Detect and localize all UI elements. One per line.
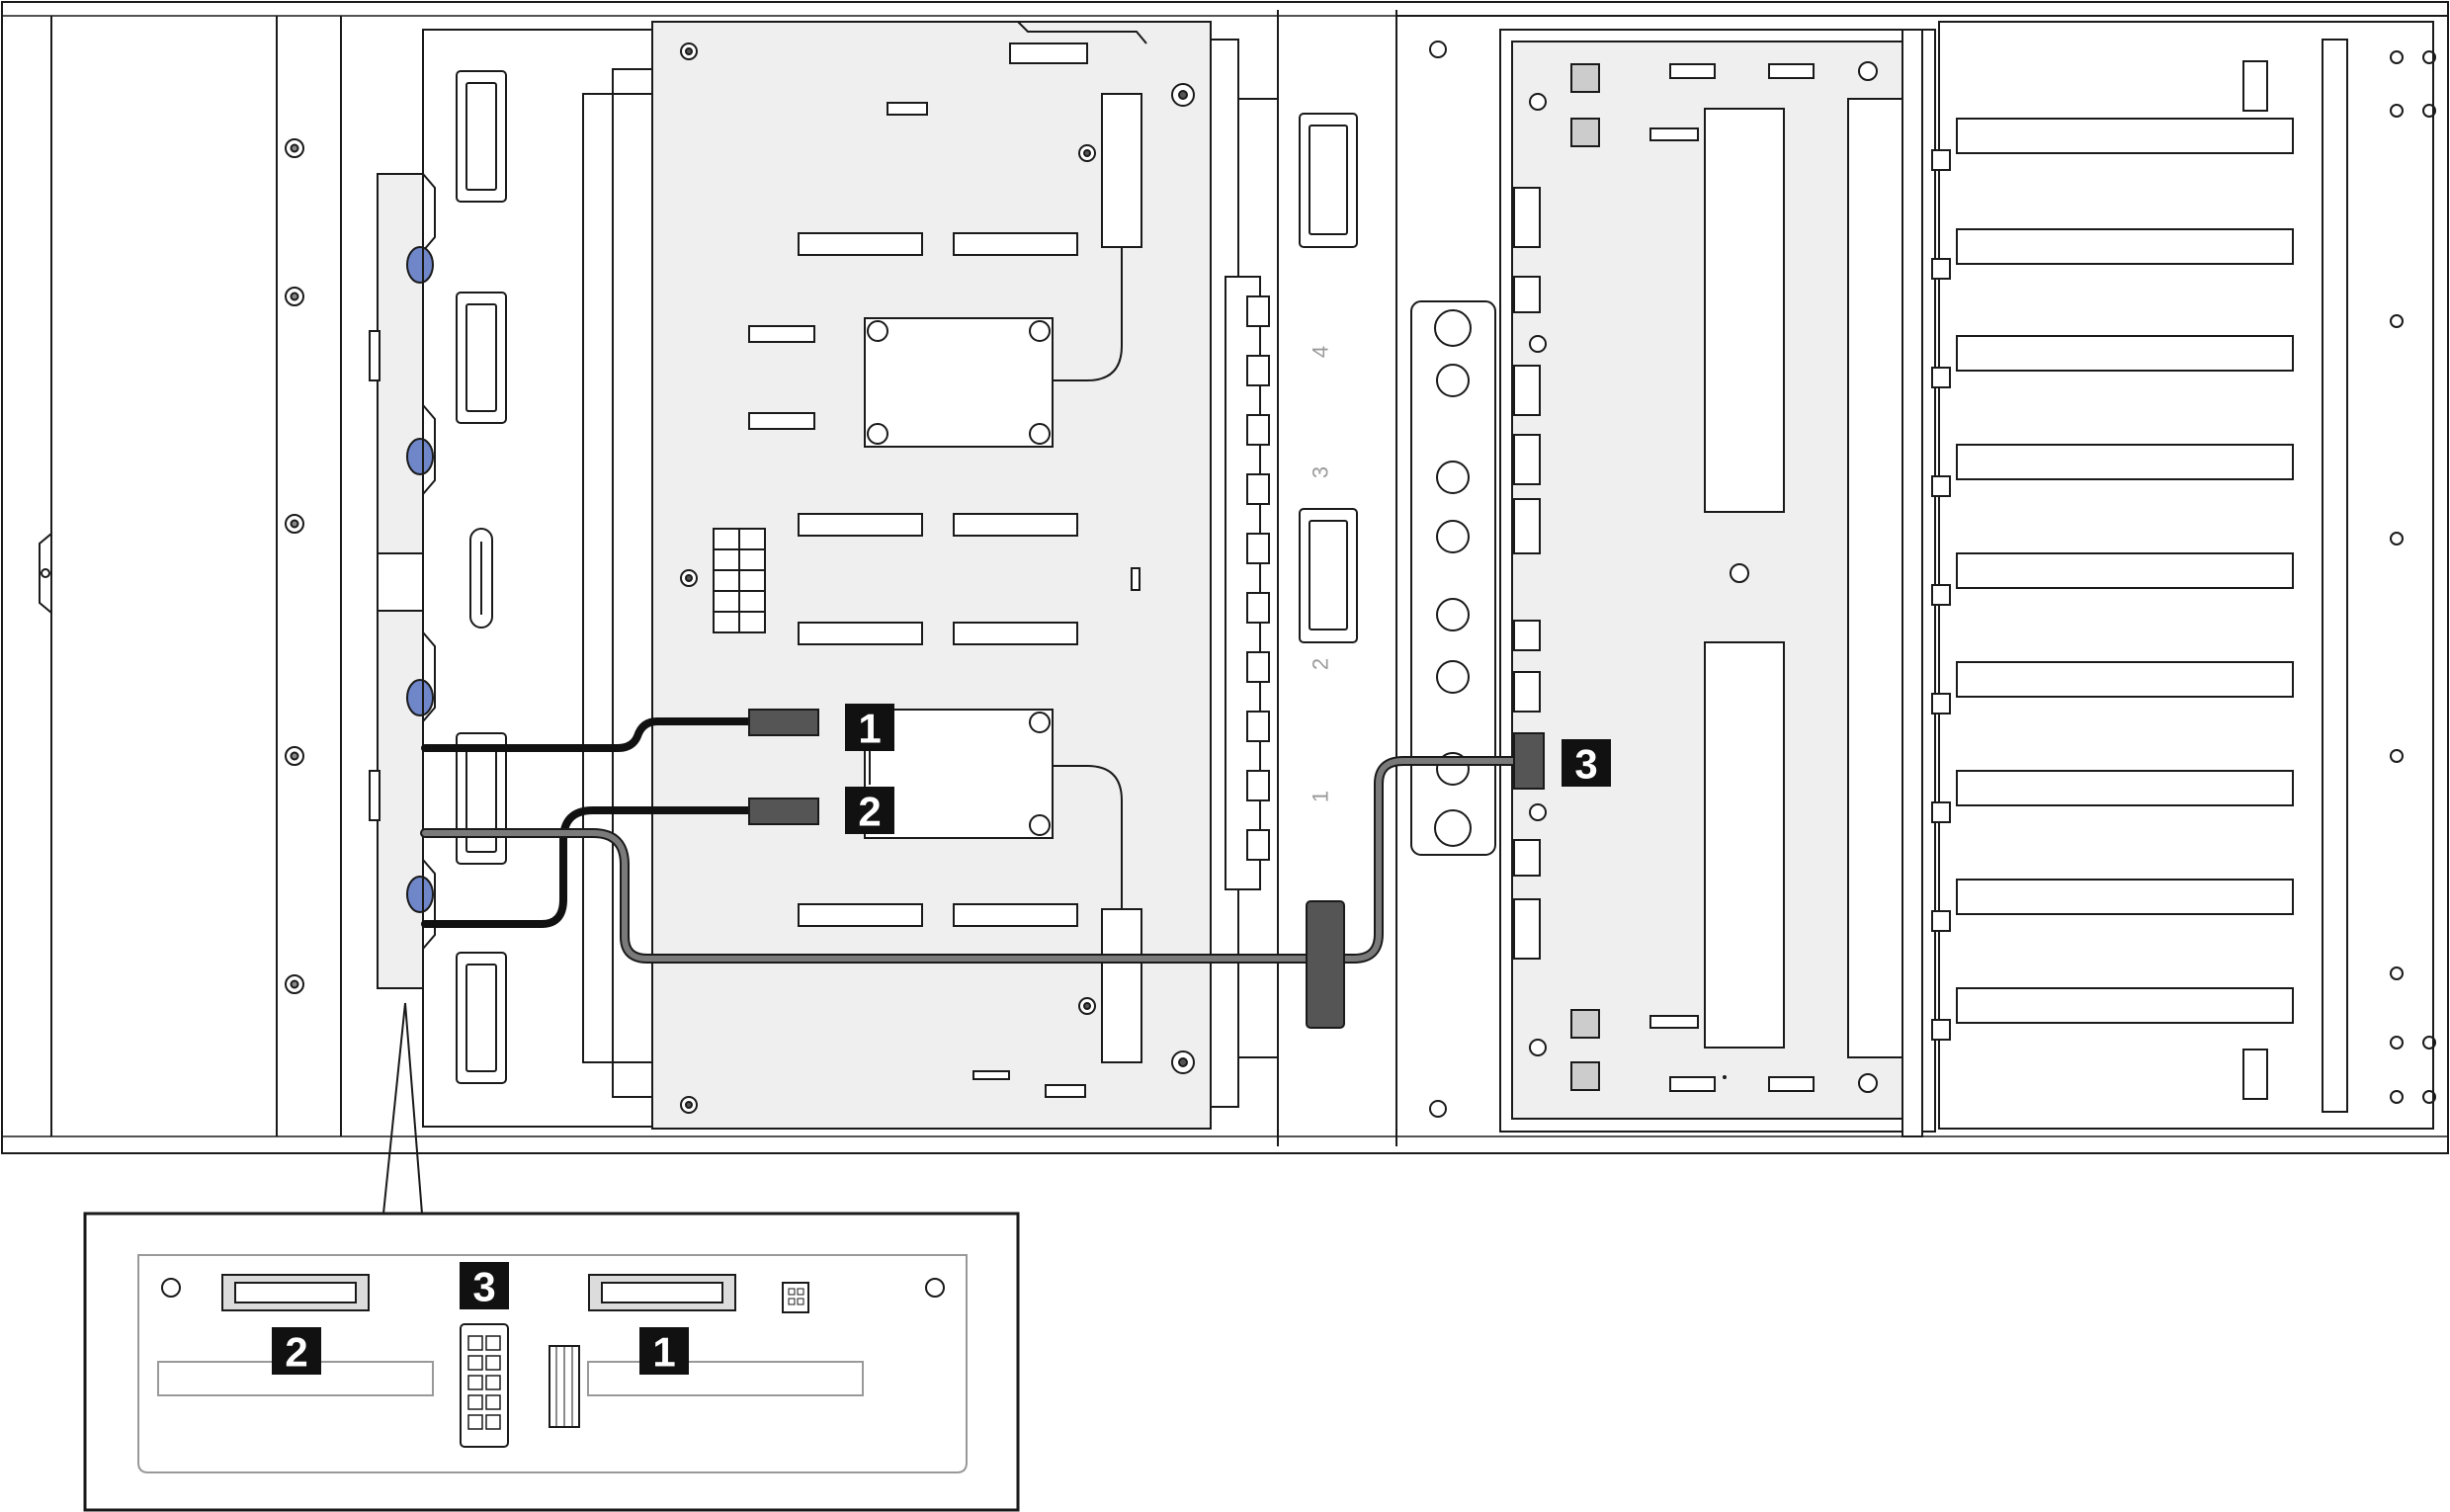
cable-3-connector [1513,732,1545,790]
callout-1-text: 1 [858,706,881,752]
detail-leader-lines [382,1002,423,1215]
callout-3: 3 [1562,739,1611,788]
slot-number-3: 3 [1309,466,1333,478]
cable-3 [420,732,1545,1029]
inset-callout-2: 2 [272,1327,321,1376]
callout-1: 1 [845,704,894,752]
callout-3-text: 3 [1574,741,1597,788]
callout-2: 2 [845,787,894,835]
front-screws [285,138,304,994]
board-screws [680,42,1195,1114]
inset-power-connector-3 [460,1323,509,1448]
slot-number-1: 1 [1309,791,1333,802]
rear-section [1396,15,2448,1118]
inset-callout-3-text: 3 [472,1264,495,1310]
cable-2 [421,798,819,928]
detail-inset [83,1212,1020,1512]
riser-slot-tabs [1931,149,1951,1041]
slot-number-2: 2 [1309,658,1333,670]
board-connectors [713,42,1142,1098]
slot-number-4: 4 [1309,346,1333,358]
rear-pcie-slots [1938,21,2436,1130]
inset-callout-2-text: 2 [285,1329,307,1376]
front-bay [39,16,342,1136]
riser-connector-strip [1225,276,1270,890]
cable-2-connector [748,798,819,825]
riser-components [1513,61,1878,1093]
fan-latches [406,246,434,913]
cable-1 [421,709,819,752]
inset-callout-1-text: 1 [652,1329,675,1376]
inset-small-connector [782,1282,809,1313]
slot-numbers: 4 3 2 1 [1309,346,1333,802]
cable-1-connector [748,709,819,736]
inset-callout-3: 3 [460,1262,509,1310]
cable-3-retention-clip [1306,900,1345,1029]
callout-2-text: 2 [858,789,881,835]
inset-callout-1: 1 [639,1327,689,1376]
pcie-riser-board [1499,29,1936,1137]
